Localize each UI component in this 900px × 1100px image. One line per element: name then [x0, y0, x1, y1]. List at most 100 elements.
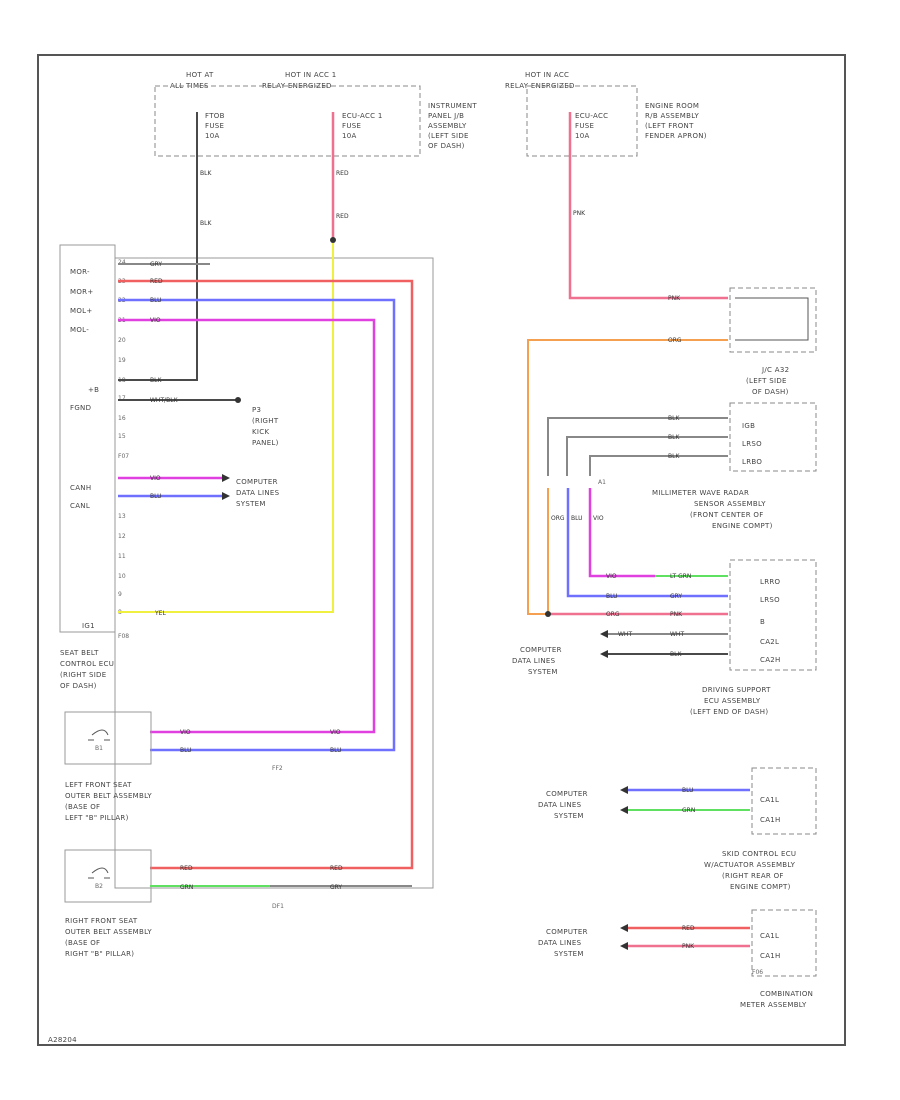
arrow-canl	[222, 492, 230, 500]
svg-text:19: 19	[118, 357, 126, 364]
connector-f07: F07	[118, 453, 129, 460]
svg-text:COMPUTER: COMPUTER	[520, 646, 562, 654]
svg-text:LRSO: LRSO	[742, 440, 762, 448]
driving-support-box	[729, 559, 817, 671]
wire-label-red-1: RED	[336, 170, 349, 177]
svg-text:W/ACTUATOR ASSEMBLY: W/ACTUATOR ASSEMBLY	[704, 861, 796, 869]
svg-text:SEAT BELT: SEAT BELT	[60, 649, 99, 657]
svg-text:COMPUTER: COMPUTER	[546, 790, 588, 798]
svg-text:COMBINATION: COMBINATION	[760, 990, 813, 998]
left-seat-label: LEFT FRONT SEAT OUTER BELT ASSEMBLY (BAS…	[65, 781, 152, 822]
wire-org	[527, 339, 728, 615]
wire-vio-radar	[588, 488, 655, 578]
wire-label-org-1: ORG	[668, 337, 682, 344]
skid-ecu-box	[751, 767, 817, 835]
svg-text:PANEL): PANEL)	[252, 439, 279, 447]
arrow-skid-l	[620, 786, 628, 794]
svg-text:RELAY ENERGIZED: RELAY ENERGIZED	[262, 82, 332, 90]
svg-text:(LEFT SIDE: (LEFT SIDE	[746, 377, 787, 385]
left-seat-switch-icon	[88, 729, 110, 741]
right-seat-switch-icon	[88, 867, 110, 879]
svg-text:P3: P3	[252, 406, 261, 414]
wire-label-vio-1: VIO	[150, 317, 161, 324]
driving-support-label: DRIVING SUPPORT ECU ASSEMBLY (LEFT END O…	[690, 686, 771, 716]
svg-text:24: 24	[118, 259, 126, 266]
wire-label-wht-2: WHT	[670, 631, 684, 638]
splice-acc1	[330, 237, 336, 243]
wire-label-org-3: ORG	[606, 611, 620, 618]
svg-text:DATA LINES: DATA LINES	[538, 939, 582, 947]
wire-blu-mol+	[118, 298, 396, 752]
wire-label-wht-1: WHT	[618, 631, 632, 638]
wire-label-wb: WHT/BLK	[150, 397, 179, 404]
wire-label-blu-3: BLU	[180, 747, 192, 754]
svg-text:CANH: CANH	[70, 484, 91, 492]
wire-label-red-5: RED	[330, 865, 343, 872]
wire-blk-ftob	[118, 112, 198, 381]
splice-org	[545, 611, 551, 617]
arrow-skid-h	[620, 806, 628, 814]
svg-text:(LEFT END OF DASH): (LEFT END OF DASH)	[690, 708, 768, 716]
svg-text:HOT IN ACC 1: HOT IN ACC 1	[285, 71, 337, 79]
fuse-ftob: FTOB FUSE 10A	[205, 112, 225, 140]
svg-text:(RIGHT REAR OF: (RIGHT REAR OF	[722, 872, 784, 880]
svg-text:INSTRUMENT: INSTRUMENT	[428, 102, 477, 110]
svg-text:FTOB: FTOB	[205, 112, 225, 120]
meter-box	[751, 909, 817, 977]
svg-text:LRSO: LRSO	[760, 596, 780, 604]
wire-label-vio-5: VIO	[593, 515, 604, 522]
engine-room-label: ENGINE ROOM R/B ASSEMBLY (LEFT FRONT FEN…	[645, 102, 707, 140]
wire-label-blk-4: BLK	[668, 415, 680, 422]
connector-a1: A1	[598, 479, 606, 486]
wire-label-blu-6: BLU	[606, 593, 618, 600]
svg-text:SENSOR ASSEMBLY: SENSOR ASSEMBLY	[694, 500, 766, 508]
meter-pins: CA1L CA1H	[760, 932, 780, 960]
wire-label-gry-1: GRY	[150, 261, 162, 268]
svg-text:10A: 10A	[575, 132, 590, 140]
svg-text:12: 12	[118, 533, 126, 540]
svg-text:CA2L: CA2L	[760, 638, 779, 646]
svg-text:KICK: KICK	[252, 428, 269, 436]
svg-text:CA2H: CA2H	[760, 656, 781, 664]
right-seat-pin: B2	[95, 883, 103, 890]
seat-belt-ecu-pins: MOR- MOR+ MOL+ MOL- +B FGND CANH CANL IG…	[70, 268, 99, 630]
radar-sensor-box	[729, 402, 817, 472]
wire-label-grn-1: GRN	[180, 884, 193, 891]
wire-label-grn-2: GRN	[682, 807, 695, 814]
svg-text:ECU-ACC 1: ECU-ACC 1	[342, 112, 383, 120]
svg-text:IGB: IGB	[742, 422, 755, 430]
svg-text:CA1L: CA1L	[760, 796, 779, 804]
seat-belt-ecu-pin-numbers: 24 23 22 21 20 19 18 17 16 15 13 12 11 1…	[118, 259, 126, 616]
wire-label-blu-7: BLU	[682, 787, 694, 794]
radar-sensor-pins: IGB LRSO LRBO	[742, 422, 762, 466]
wire-label-blu-1: BLU	[150, 297, 162, 304]
wire-blu-radar	[566, 488, 728, 598]
hot-header-3: HOT IN ACC RELAY ENERGIZED	[505, 71, 574, 90]
svg-text:CANL: CANL	[70, 502, 90, 510]
wire-label-pnk-3: PNK	[670, 611, 683, 618]
svg-text:SYSTEM: SYSTEM	[236, 500, 266, 508]
svg-text:OF DASH): OF DASH)	[428, 142, 465, 150]
svg-text:CA1L: CA1L	[760, 932, 779, 940]
svg-text:MOR-: MOR-	[70, 268, 90, 276]
svg-text:LEFT FRONT SEAT: LEFT FRONT SEAT	[65, 781, 132, 789]
svg-text:+B: +B	[88, 386, 99, 394]
wire-label-org-2: ORG	[551, 515, 565, 522]
wire-label-gry-3: GRY	[670, 593, 682, 600]
right-seat-belt-box	[64, 849, 152, 903]
svg-text:METER ASSEMBLY: METER ASSEMBLY	[740, 1001, 807, 1009]
wire-label-blu-5: BLU	[571, 515, 583, 522]
svg-text:IG1: IG1	[82, 622, 95, 630]
arrow-ca2l	[600, 630, 608, 638]
wire-label-blu-2: BLU	[150, 493, 162, 500]
svg-text:MOR+: MOR+	[70, 288, 93, 296]
svg-text:9: 9	[118, 591, 122, 598]
svg-text:SYSTEM: SYSTEM	[554, 812, 584, 820]
wire-label-vio-4: VIO	[330, 729, 341, 736]
diagram-id-code: A28204	[48, 1036, 77, 1044]
hot-header-2: HOT IN ACC 1 RELAY ENERGIZED	[262, 71, 337, 90]
svg-text:DATA LINES: DATA LINES	[538, 801, 582, 809]
connector-f06: F06	[752, 969, 763, 976]
svg-text:R/B ASSEMBLY: R/B ASSEMBLY	[645, 112, 699, 120]
jc-a32-box	[729, 287, 817, 353]
